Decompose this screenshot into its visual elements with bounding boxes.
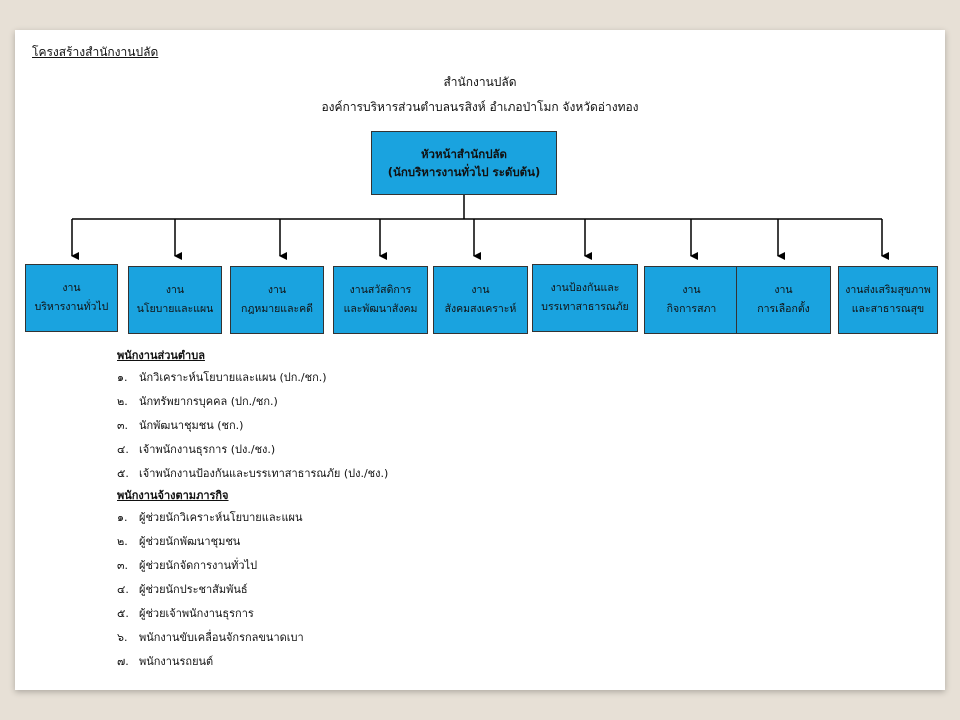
head-of-office-box: หัวหน้าสำนักปลัด (นักบริหารงานทั่วไป ระด… <box>371 131 557 195</box>
department-line2: และพัฒนาสังคม <box>343 303 418 315</box>
list-item: ๓. นักพัฒนาชุมชน (ชก.) <box>117 414 388 438</box>
list-number: ๓. <box>117 559 129 572</box>
list-text: พนักงานรถยนต์ <box>139 655 214 668</box>
list-text: ผู้ช่วยเจ้าพนักงานธุรการ <box>139 607 254 620</box>
department-line2: และสาธารณสุข <box>851 303 925 315</box>
list-number: ๑. <box>117 371 128 384</box>
department-box: งานส่งเสริมสุขภาพ และสาธารณสุข <box>838 266 938 334</box>
department-line1: งาน <box>682 284 701 296</box>
department-box: งานป้องกันและ บรรเทาสาธารณภัย <box>532 264 638 332</box>
department-line2: นโยบายและแผน <box>136 303 214 315</box>
list-item: ๓. ผู้ช่วยนักจัดการงานทั่วไป <box>117 554 388 578</box>
department-line1: งานป้องกันและ <box>550 282 620 294</box>
list-number: ๒. <box>117 395 128 408</box>
department-line2: สังคมสงเคราะห์ <box>444 303 517 315</box>
list-number: ๕. <box>117 467 129 480</box>
list-text: พนักงานขับเคลื่อนจักรกลขนาดเบา <box>139 631 304 644</box>
chart-subtitle: องค์การบริหารส่วนตำบลนรสิงห์ อำเภอป่าโมก… <box>321 100 639 114</box>
department-line1: งาน <box>267 284 287 296</box>
list-text: นักวิเคราะห์นโยบายและแผน (ปก./ชก.) <box>139 371 327 384</box>
department-line2: บริหารงานทั่วไป <box>34 301 109 313</box>
section-heading: โครงสร้างสำนักงานปลัด <box>32 45 159 59</box>
list-number: ๑. <box>117 511 128 524</box>
list-text: เจ้าพนักงานธุรการ (ปง./ชง.) <box>139 443 276 456</box>
list-number: ๒. <box>117 535 128 548</box>
list-number: ๖. <box>117 631 128 644</box>
staff-section-title: พนักงานจ้างตามภารกิจ <box>117 489 229 502</box>
department-box: งาน นโยบายและแผน <box>128 266 222 334</box>
department-box: งาน กฎหมายและคดี <box>230 266 324 334</box>
list-number: ๔. <box>117 443 129 456</box>
list-item: ๕. ผู้ช่วยเจ้าพนักงานธุรการ <box>117 602 388 626</box>
list-item: ๖. พนักงานขับเคลื่อนจักรกลขนาดเบา <box>117 626 388 650</box>
slide: โครงสร้างสำนักงานปลัด สำนักงานปลัด องค์ก… <box>15 30 945 690</box>
connector-lines <box>71 195 889 260</box>
list-number: ๗. <box>117 655 129 668</box>
list-item: ๕. เจ้าพนักงานป้องกันและบรรเทาสาธารณภัย (… <box>117 462 388 486</box>
department-line1: งาน <box>471 284 490 296</box>
department-line2: บรรเทาสาธารณภัย <box>541 301 629 313</box>
staff-section: พนักงานจ้างตามภารกิจ ๑. ผู้ช่วยนักวิเคราะ… <box>117 486 388 674</box>
list-item: ๔. ผู้ช่วยนักประชาสัมพันธ์ <box>117 578 388 602</box>
department-line1: งาน <box>62 282 81 294</box>
list-text: ผู้ช่วยนักจัดการงานทั่วไป <box>139 559 258 572</box>
department-box: งานสวัสดิการ และพัฒนาสังคม <box>333 266 428 334</box>
list-item: ๑. ผู้ช่วยนักวิเคราะห์นโยบายและแผน <box>117 506 388 530</box>
head-of-office-title: หัวหน้าสำนักปลัด <box>420 147 508 161</box>
department-box: งาน การเลือกตั้ง <box>736 266 831 334</box>
department-line1: งาน <box>165 284 185 296</box>
staff-list: พนักงานส่วนตำบล ๑. นักวิเคราะห์นโยบายและแ… <box>117 346 388 674</box>
department-line1: งาน <box>774 284 793 296</box>
list-text: เจ้าพนักงานป้องกันและบรรเทาสาธารณภัย (ปง… <box>139 467 389 480</box>
department-box: งาน บริหารงานทั่วไป <box>25 264 118 332</box>
department-line1: งานส่งเสริมสุขภาพ <box>845 284 931 296</box>
list-number: ๔. <box>117 583 129 596</box>
staff-section-title: พนักงานส่วนตำบล <box>117 349 205 362</box>
list-item: ๗. พนักงานรถยนต์ <box>117 650 388 674</box>
department-line2: การเลือกตั้ง <box>757 303 810 315</box>
list-text: นักพัฒนาชุมชน (ชก.) <box>139 419 244 432</box>
department-line1: งานสวัสดิการ <box>349 284 412 296</box>
list-text: ผู้ช่วยนักพัฒนาชุมชน <box>139 535 241 548</box>
list-item: ๒. นักทรัพยากรบุคคล (ปก./ชก.) <box>117 390 388 414</box>
list-text: นักทรัพยากรบุคคล (ปก./ชก.) <box>139 395 278 408</box>
list-item: ๑. นักวิเคราะห์นโยบายและแผน (ปก./ชก.) <box>117 366 388 390</box>
list-item: ๔. เจ้าพนักงานธุรการ (ปง./ชง.) <box>117 438 388 462</box>
list-number: ๓. <box>117 419 129 432</box>
staff-section: พนักงานส่วนตำบล ๑. นักวิเคราะห์นโยบายและแ… <box>117 346 388 486</box>
chart-title: สำนักงานปลัด <box>443 75 517 89</box>
department-line2: กิจการสภา <box>666 303 717 315</box>
list-text: ผู้ช่วยนักประชาสัมพันธ์ <box>139 583 248 596</box>
department-box: งาน สังคมสงเคราะห์ <box>433 266 528 334</box>
list-text: ผู้ช่วยนักวิเคราะห์นโยบายและแผน <box>139 511 303 524</box>
list-number: ๕. <box>117 607 129 620</box>
head-of-office-position: (นักบริหารงานทั่วไป ระดับต้น) <box>387 165 541 179</box>
department-box: งาน กิจการสภา <box>644 266 739 334</box>
department-line2: กฎหมายและคดี <box>241 303 313 315</box>
list-item: ๒. ผู้ช่วยนักพัฒนาชุมชน <box>117 530 388 554</box>
